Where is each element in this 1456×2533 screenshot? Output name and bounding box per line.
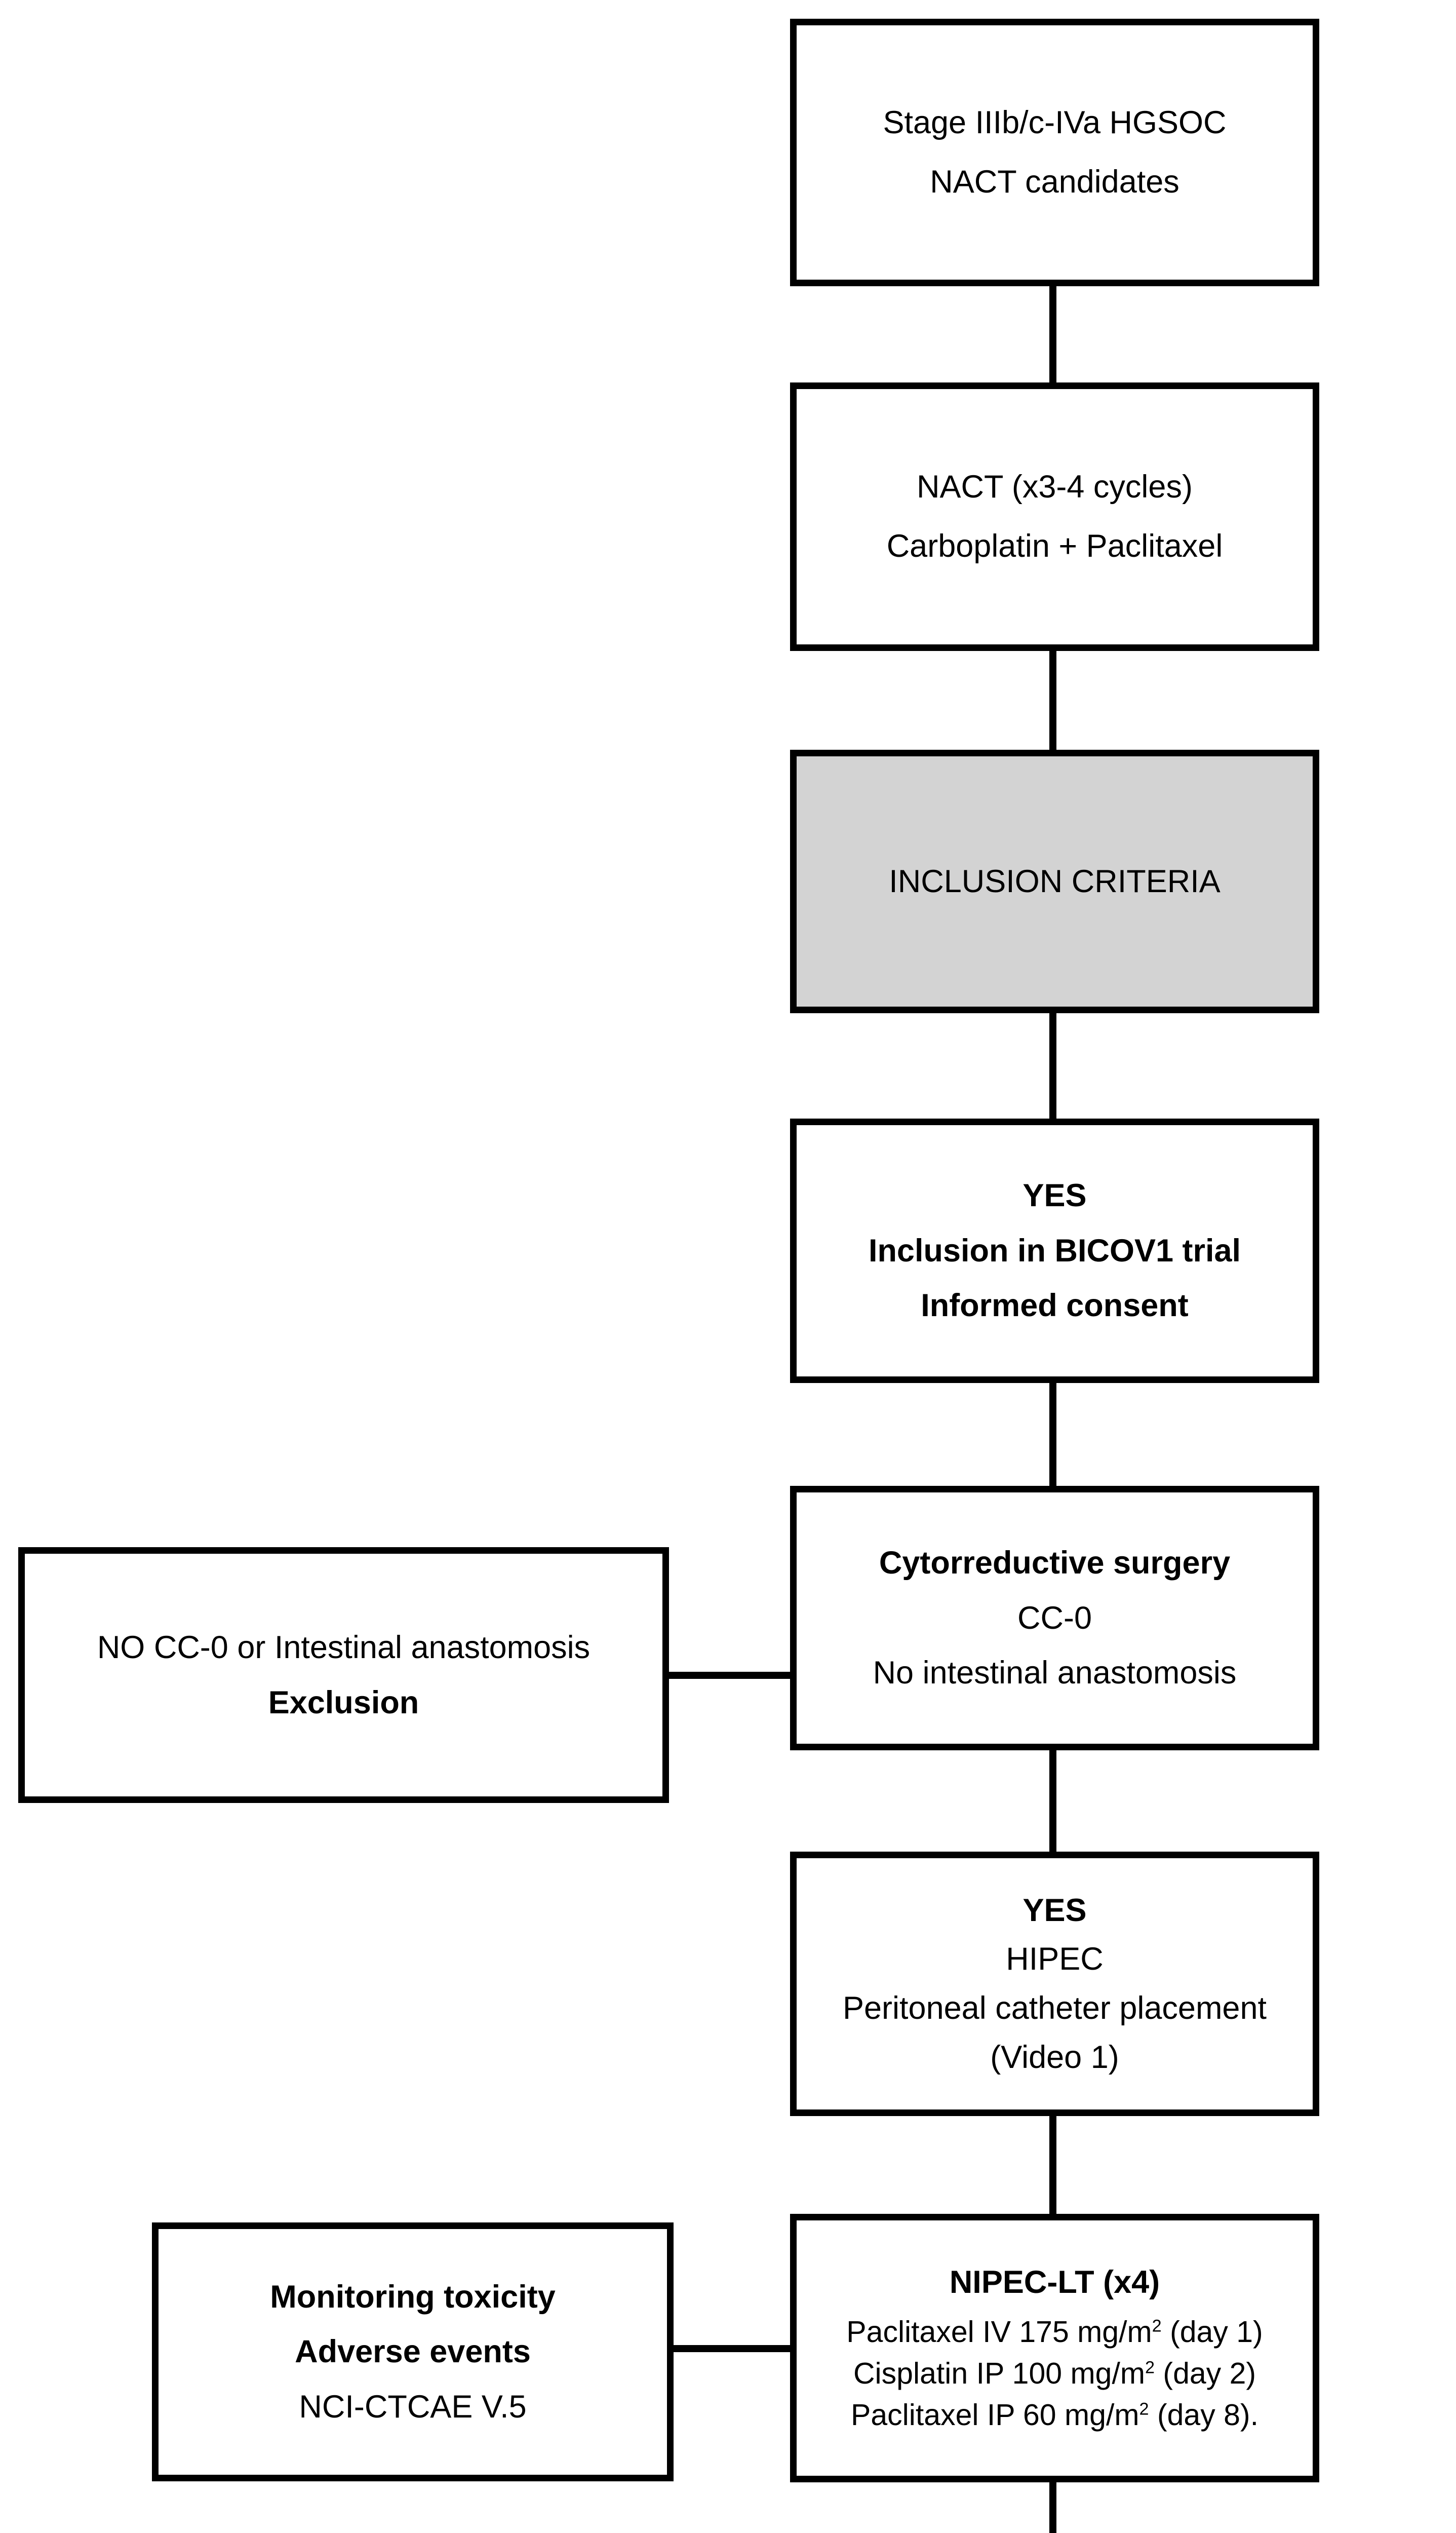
nipec-dose-1-day: (day 1)	[1161, 2315, 1263, 2349]
connector-monitoring-to-nipec	[671, 2345, 793, 2352]
connector-exclusion-to-surgery	[666, 1672, 793, 1679]
nipec-dose-3-day: (day 8).	[1149, 2398, 1258, 2432]
nipec-dose-2-superscript: 2	[1145, 2358, 1155, 2377]
hipec-line-1: YES	[1022, 1892, 1087, 1928]
nipec-dose-line-1: Paclitaxel IV 175 mg/m2 (day 1)	[846, 2315, 1263, 2349]
surgery-line-3: No intestinal anastomosis	[873, 1655, 1237, 1691]
trial-inclusion-line-2: Inclusion in BICOV1 trial	[868, 1233, 1241, 1269]
connector-trial-to-surgery	[1049, 1380, 1056, 1488]
surgery-line-1: Cytorreductive surgery	[879, 1545, 1231, 1581]
flow-box-monitoring: Monitoring toxicity Adverse events NCI-C…	[152, 2222, 674, 2481]
monitoring-line-2: Adverse events	[295, 2334, 531, 2370]
stage-line-2: NACT candidates	[930, 164, 1179, 200]
nipec-dose-1-superscript: 2	[1152, 2316, 1162, 2336]
nipec-dose-1-drug: Paclitaxel IV 175 mg/m	[846, 2315, 1152, 2349]
hipec-line-2: HIPEC	[1006, 1941, 1104, 1977]
surgery-line-2: CC-0	[1017, 1600, 1092, 1636]
trial-inclusion-line-3: Informed consent	[921, 1288, 1189, 1324]
nipec-dose-line-2: Cisplatin IP 100 mg/m2 (day 2)	[853, 2357, 1256, 2390]
inclusion-criteria-label: INCLUSION CRITERIA	[889, 863, 1221, 899]
connector-inclusion-criteria-to-trial	[1049, 1011, 1056, 1121]
connector-stage-to-nact	[1049, 284, 1056, 385]
nact-line-1: NACT (x3-4 cycles)	[917, 469, 1193, 505]
nipec-dose-line-3: Paclitaxel IP 60 mg/m2 (day 8).	[851, 2398, 1258, 2432]
exclusion-line-2: Exclusion	[268, 1684, 419, 1720]
connector-nipec-to-followup	[1049, 2480, 1056, 2533]
nipec-title: NIPEC-LT (x4)	[949, 2264, 1160, 2300]
nipec-dose-2-drug: Cisplatin IP 100 mg/m	[853, 2357, 1145, 2391]
stage-line-1: Stage IIIb/c-IVa HGSOC	[883, 105, 1227, 141]
nipec-dose-2-day: (day 2)	[1155, 2357, 1256, 2391]
monitoring-line-1: Monitoring toxicity	[270, 2279, 556, 2315]
monitoring-line-3: NCI-CTCAE V.5	[299, 2389, 527, 2425]
nipec-dose-3-drug: Paclitaxel IP 60 mg/m	[851, 2398, 1139, 2432]
hipec-line-4: (Video 1)	[990, 2039, 1119, 2075]
flow-box-exclusion: NO CC-0 or Intestinal anastomosis Exclus…	[18, 1547, 669, 1803]
trial-inclusion-line-1: YES	[1022, 1178, 1087, 1214]
exclusion-line-1: NO CC-0 or Intestinal anastomosis	[97, 1629, 591, 1665]
hipec-line-3: Peritoneal catheter placement	[843, 1990, 1267, 2026]
nact-line-2: Carboplatin + Paclitaxel	[886, 528, 1223, 564]
flow-box-stage: Stage IIIb/c-IVa HGSOC NACT candidates	[790, 19, 1319, 286]
connector-surgery-to-hipec	[1049, 1748, 1056, 1854]
connector-nact-to-inclusion-criteria	[1049, 648, 1056, 752]
flow-box-nipec: NIPEC-LT (x4) Paclitaxel IV 175 mg/m2 (d…	[790, 2214, 1319, 2482]
flow-box-surgery: Cytorreductive surgery CC-0 No intestina…	[790, 1486, 1319, 1750]
flow-box-nact: NACT (x3-4 cycles) Carboplatin + Paclita…	[790, 382, 1319, 651]
flow-box-trial-inclusion: YES Inclusion in BICOV1 trial Informed c…	[790, 1119, 1319, 1383]
connector-hipec-to-nipec	[1049, 2114, 1056, 2216]
flow-box-hipec: YES HIPEC Peritoneal catheter placement …	[790, 1852, 1319, 2116]
nipec-dose-3-superscript: 2	[1139, 2399, 1149, 2419]
flow-box-inclusion-criteria: INCLUSION CRITERIA	[790, 750, 1319, 1013]
